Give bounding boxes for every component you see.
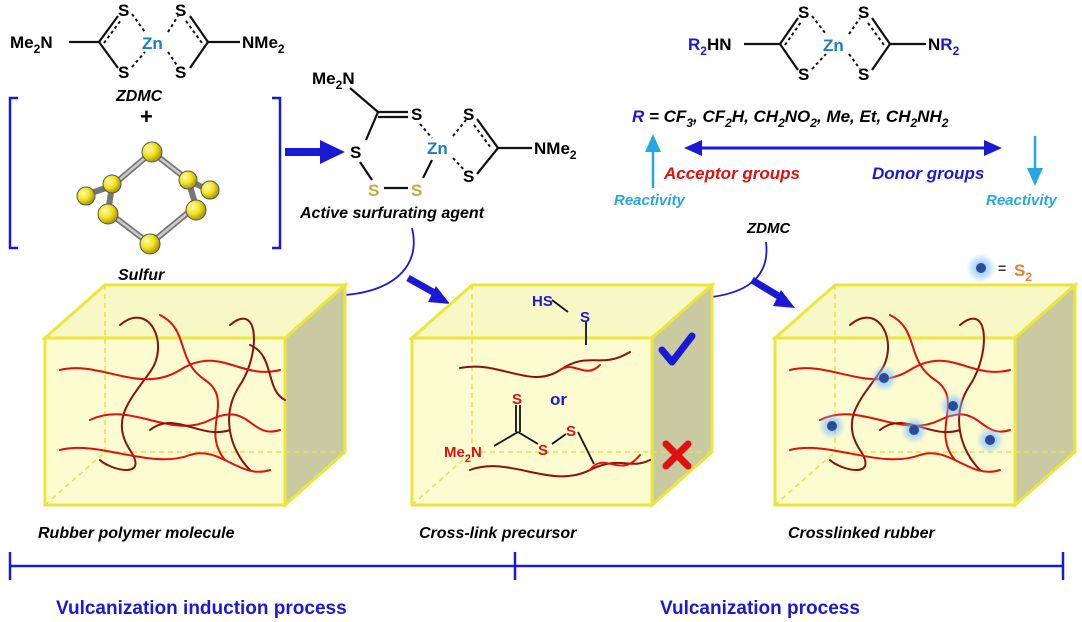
sulfur-atom: S [118, 63, 129, 82]
svg-text:S: S [350, 143, 361, 162]
svg-text:S: S [512, 391, 522, 408]
svg-text:S: S [463, 105, 474, 124]
active-agent-structure: Me2N S S S S Zn S S NMe2 Active surfurat… [299, 69, 577, 222]
svg-text:Me2N: Me2N [10, 33, 53, 56]
hs-label: HS [532, 293, 553, 310]
r-groups-label: R = CF3, CF2H, CH2NO2, Me, Et, CH2NH2 [632, 107, 949, 130]
svg-text:NMe2: NMe2 [534, 139, 577, 162]
induction-process-label: Vulcanization induction process [56, 598, 347, 619]
cross-link-precursor-caption: Cross-link precursor [419, 525, 577, 542]
arrow-icon [344, 227, 450, 304]
me2n-label: Me [10, 33, 34, 52]
reactant-bracket [8, 96, 282, 250]
zdmc-mid-label: ZDMC [746, 220, 791, 237]
zinc-atom: Zn [142, 34, 163, 53]
reactivity-left-label: Reactivity [614, 192, 686, 209]
svg-text:R2HN: R2HN [688, 35, 732, 58]
vulcanization-process-label: Vulcanization process [660, 598, 860, 619]
active-agent-label: Active surfurating agent [299, 205, 485, 222]
crosslinked-box [771, 281, 1079, 509]
sulfur-ring-icon [76, 141, 220, 255]
svg-text:S: S [368, 181, 379, 200]
svg-text:S: S [566, 423, 576, 440]
sulfur-label: Sulfur [118, 267, 165, 284]
svg-text:Me2N: Me2N [312, 69, 355, 92]
check-icon [658, 332, 696, 366]
cross-icon [662, 440, 692, 470]
sulfur-atom: S [118, 1, 129, 20]
zdmc-label: ZDMC [115, 88, 163, 105]
plus-sign: + [140, 104, 153, 129]
crosslink-sites [818, 364, 1004, 454]
svg-text:S: S [798, 65, 809, 84]
crosslinked-rubber-caption: Crosslinked rubber [788, 525, 935, 542]
svg-text:=: = [998, 260, 1006, 276]
zdmc-structure: Me2N S S Zn S S NMe2 ZDMC + [10, 1, 285, 129]
svg-text:Zn: Zn [823, 36, 844, 55]
process-bar [8, 552, 1065, 580]
svg-text:S: S [463, 167, 474, 186]
svg-text:NR2: NR2 [928, 35, 960, 58]
or-label: or [550, 390, 567, 409]
svg-text:Me2N: Me2N [444, 444, 482, 465]
rubber-box [41, 281, 349, 509]
sulfur-atom: S [175, 1, 186, 20]
svg-text:Zn: Zn [427, 139, 448, 158]
precursor-box: HS S or Me2N S S S [408, 281, 716, 509]
general-complex-structure: R2HN S S Zn S S NR2 R = CF3, CF2H, CH2NO… [614, 3, 1058, 209]
svg-text:S: S [798, 3, 809, 22]
zdmc-arrow: ZDMC [702, 220, 795, 308]
svg-text:S: S [858, 3, 869, 22]
svg-text:S: S [411, 181, 422, 200]
acceptor-groups-label: Acceptor groups [663, 164, 800, 183]
reactivity-right-label: Reactivity [986, 192, 1058, 209]
svg-text:S: S [538, 442, 548, 459]
svg-text:S2: S2 [1014, 261, 1032, 284]
s-label: S [580, 309, 590, 326]
svg-text:NMe2: NMe2 [242, 33, 285, 56]
rubber-polymer-caption: Rubber polymer molecule [38, 525, 235, 542]
svg-text:S: S [858, 65, 869, 84]
sulfur-atom: S [175, 63, 186, 82]
s2-legend: = S2 [966, 253, 1032, 284]
arrow-icon [285, 140, 345, 164]
svg-text:S: S [411, 105, 422, 124]
donor-groups-label: Donor groups [872, 164, 984, 183]
